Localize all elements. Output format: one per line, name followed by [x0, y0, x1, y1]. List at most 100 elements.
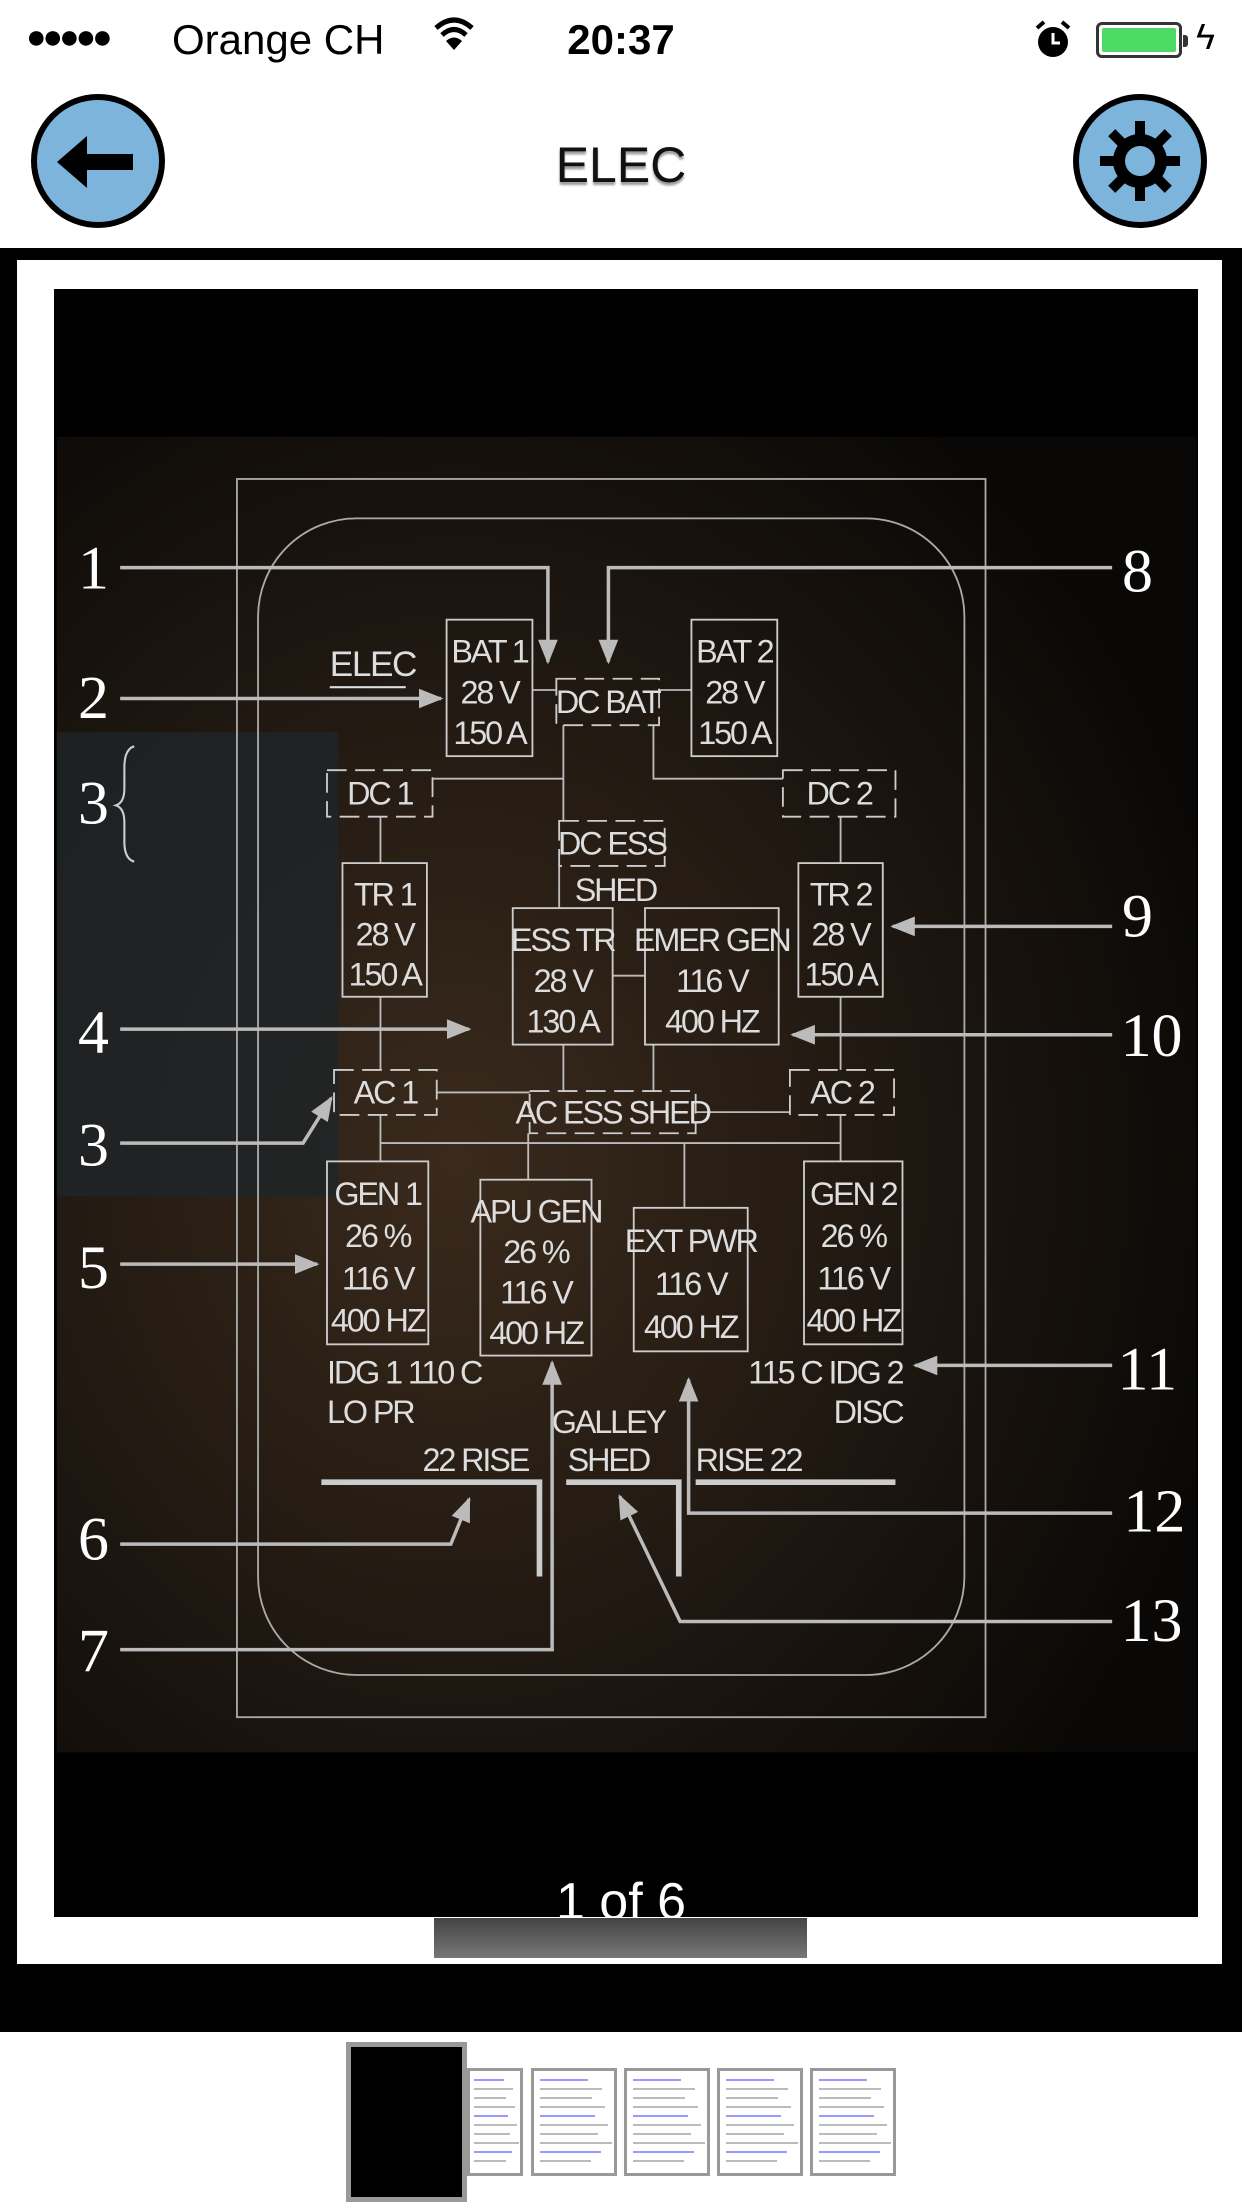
thumbnail-text-line — [819, 2142, 891, 2144]
thumbnail-text-line — [540, 2115, 595, 2117]
thumbnail-text-line — [633, 2115, 688, 2117]
callout-number: 4 — [78, 999, 109, 1067]
thumbnail-text-line — [474, 2151, 512, 2153]
galley-bus-line — [566, 1479, 682, 1577]
thumbnail-text-line — [726, 2151, 788, 2153]
diagram-label: DISC — [834, 1394, 905, 1430]
thumbnail-text-line — [633, 2079, 682, 2081]
page-thumbnail-2[interactable] — [467, 2068, 523, 2176]
box-text: 26 % — [503, 1234, 570, 1270]
box-text: 28 V — [356, 916, 417, 952]
page-thumbnail-3[interactable] — [531, 2068, 617, 2176]
settings-button[interactable] — [1073, 94, 1207, 228]
thumbnail-text-line — [819, 2160, 870, 2162]
thumbnail-text-line — [726, 2160, 777, 2162]
thumbnail-text-line — [819, 2106, 885, 2108]
thumbnail-text-line — [726, 2142, 798, 2144]
diagram-heading: ELEC — [330, 645, 417, 684]
box-text: TR 1 — [354, 877, 417, 913]
box-gen2 — [803, 1160, 904, 1346]
box-ess-tr — [511, 907, 614, 1046]
box-apu-gen — [479, 1178, 593, 1357]
thumbnail-text-line — [726, 2106, 792, 2108]
thumbnail-text-line — [474, 2124, 517, 2126]
page-thumbnail-5[interactable] — [717, 2068, 803, 2176]
carrier-name: Orange CH — [172, 16, 385, 63]
box-tr1 — [341, 862, 428, 998]
box-text: GEN 2 — [810, 1176, 898, 1212]
box-text: 116 V — [676, 963, 750, 999]
box-text: GEN 1 — [334, 1176, 422, 1212]
box-text: 28 V — [705, 674, 766, 710]
box-text: EMER GEN — [634, 922, 790, 958]
diagram-label: RISE 22 — [696, 1442, 803, 1478]
callout-brace — [112, 745, 135, 863]
thumbnail-text-line — [726, 2124, 795, 2126]
box-text: 28 V — [460, 674, 521, 710]
diagram-label: SHED — [575, 872, 657, 908]
diagram-label: 22 RISE — [422, 1442, 529, 1478]
box-ac1 — [333, 1069, 438, 1116]
thumbnail-text-line — [540, 2106, 606, 2108]
box-text: 26 % — [821, 1218, 888, 1254]
thumbnail-text-line — [819, 2124, 888, 2126]
thumbnail-text-line — [819, 2088, 881, 2090]
box-text: 400 HZ — [644, 1309, 739, 1345]
page-title: ELEC — [555, 137, 687, 193]
thumbnail-text-line — [474, 2133, 510, 2135]
box-text: 116 V — [500, 1274, 574, 1310]
thumbnail-text-line — [474, 2079, 504, 2081]
diagram-label: LO PR — [327, 1394, 414, 1430]
battery-icon — [1096, 22, 1188, 58]
diagram-label: 115 C IDG 2 — [748, 1355, 903, 1391]
status-bar: ●●●●● Orange CH 20:37 ϟ — [0, 0, 1242, 80]
box-dc2 — [781, 769, 897, 818]
box-text: 400 HZ — [665, 1004, 760, 1040]
box-text: 28 V — [534, 963, 595, 999]
thumbnail-text-line — [540, 2079, 589, 2081]
thumbnail-text-line — [633, 2133, 691, 2135]
box-text: DC 1 — [347, 776, 413, 812]
box-gen1 — [326, 1160, 430, 1346]
box-dc1 — [326, 769, 434, 818]
thumbnail-text-line — [633, 2124, 702, 2126]
page-thumbnail-6[interactable] — [810, 2068, 896, 2176]
callout-number: 2 — [78, 664, 109, 732]
callout-number: 10 — [1121, 1002, 1183, 1070]
box-text: 116 V — [655, 1266, 729, 1302]
bolt-icon: ϟ — [1196, 16, 1216, 57]
box-text: DC 2 — [807, 776, 873, 812]
thumbnail-text-line — [633, 2097, 685, 2099]
thumbnail-text-line — [540, 2097, 592, 2099]
box-text: AC 1 — [354, 1075, 419, 1111]
callout-number: 13 — [1121, 1587, 1183, 1655]
thumbnail-text-line — [633, 2142, 705, 2144]
page-scrubber[interactable] — [434, 1918, 807, 1958]
page-thumbnail-4[interactable] — [624, 2068, 710, 2176]
callout-arrow — [618, 1494, 1113, 1624]
thumbnail-text-line — [474, 2088, 513, 2090]
box-text: EXT PWR — [625, 1223, 758, 1259]
box-ext-pwr — [632, 1206, 749, 1353]
box-text: AC ESS SHED — [515, 1094, 710, 1130]
box-text: 130 A — [527, 1004, 602, 1040]
back-button[interactable] — [31, 94, 165, 228]
page-thumbnail-1[interactable] — [346, 2042, 467, 2202]
thumbnail-text-line — [726, 2133, 784, 2135]
thumbnail-text-line — [726, 2097, 778, 2099]
thumbnail-text-line — [726, 2079, 775, 2081]
thumbnail-text-line — [819, 2133, 877, 2135]
arrow-left-icon — [57, 136, 133, 188]
thumbnail-text-line — [633, 2088, 695, 2090]
callout-arrow — [678, 1377, 1113, 1515]
thumbnail-text-line — [819, 2079, 868, 2081]
thumbnail-text-line — [633, 2160, 684, 2162]
thumbnail-text-line — [540, 2088, 602, 2090]
callout-number: 8 — [1122, 538, 1153, 606]
box-ac-ess-shed — [528, 1090, 697, 1135]
box-text: APU GEN — [471, 1193, 602, 1229]
thumbnail-text-line — [633, 2151, 695, 2153]
callout-number: 6 — [78, 1506, 109, 1574]
